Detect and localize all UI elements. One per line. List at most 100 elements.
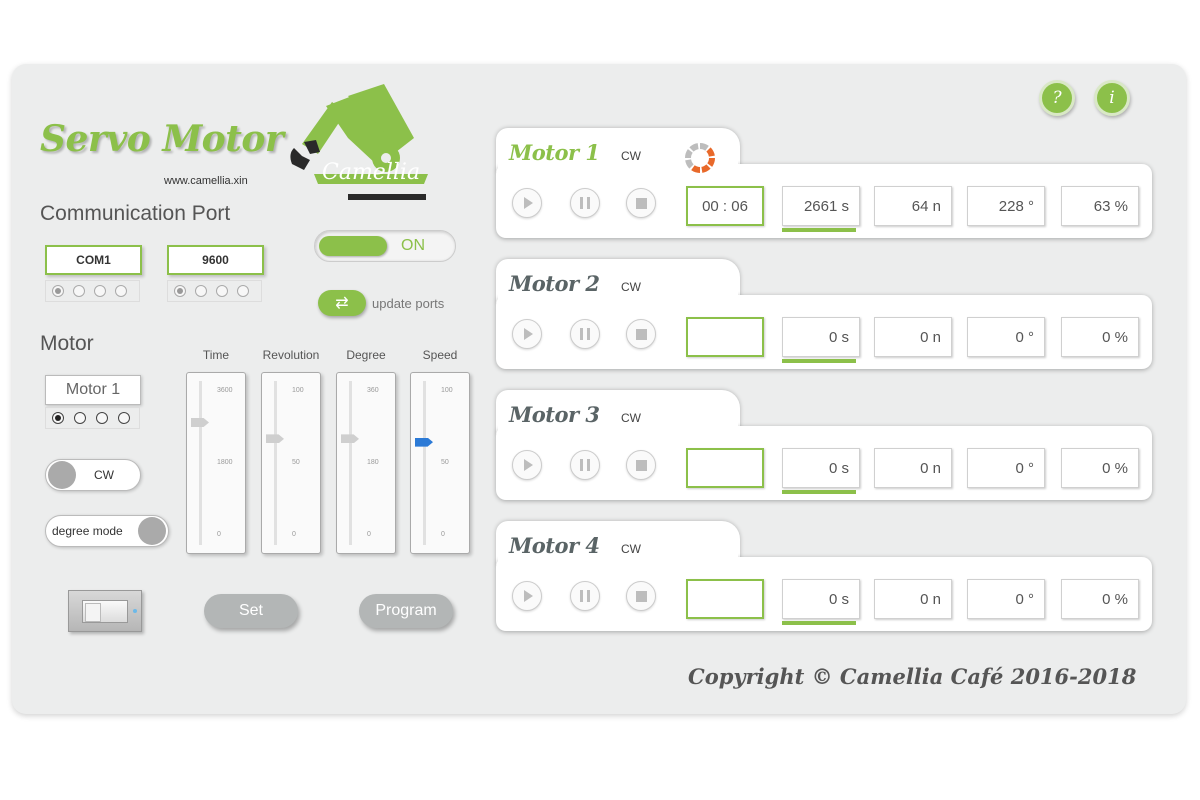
port-radio-4[interactable] (115, 285, 127, 297)
stop-button[interactable] (626, 319, 656, 349)
stop-button[interactable] (626, 450, 656, 480)
power-toggle[interactable]: ON (314, 230, 456, 262)
motor-degrees-field[interactable]: 0 ° (967, 448, 1045, 488)
baud-radio-1[interactable] (174, 285, 186, 297)
play-button[interactable] (512, 581, 542, 611)
pause-button[interactable] (570, 450, 600, 480)
pause-button[interactable] (570, 581, 600, 611)
motor-time-field[interactable] (686, 579, 764, 619)
motor-direction: CW (621, 411, 641, 425)
motor-seconds-field[interactable]: 0 s (782, 448, 860, 488)
logo-text: Camellia (322, 160, 420, 185)
motor-time-field[interactable] (686, 317, 764, 357)
baud-radio-3[interactable] (216, 285, 228, 297)
slider-thumb[interactable] (266, 434, 284, 444)
help-icon[interactable]: ? (1039, 80, 1075, 116)
motor-name: Motor 2 (509, 271, 600, 296)
play-button[interactable] (512, 450, 542, 480)
slider-label-speed: Speed (422, 348, 458, 362)
motor-select-field[interactable]: Motor 1 (45, 375, 141, 405)
set-button[interactable]: Set (204, 594, 298, 628)
slider-thumb[interactable] (415, 437, 433, 447)
slider-tick-mid: 1800 (217, 459, 233, 466)
loading-spinner-icon (685, 143, 715, 173)
motor-radio-3[interactable] (96, 412, 108, 424)
baud-radio-4[interactable] (237, 285, 249, 297)
motor-direction: CW (621, 280, 641, 294)
motor-percent-field[interactable]: 0 % (1061, 448, 1139, 488)
stop-button[interactable] (626, 581, 656, 611)
motor-degrees-field[interactable]: 0 ° (967, 317, 1045, 357)
stop-icon (635, 197, 647, 209)
motor-name: Motor 1 (509, 140, 600, 165)
slider-tick-max: 100 (292, 387, 304, 394)
program-button[interactable]: Program (359, 594, 453, 628)
motor-seconds-field[interactable]: 0 s (782, 317, 860, 357)
pause-button[interactable] (570, 188, 600, 218)
play-icon (524, 197, 533, 209)
info-icon[interactable]: i (1094, 80, 1130, 116)
motor-revs-field[interactable]: 64 n (874, 186, 952, 226)
motor-time-field[interactable] (686, 448, 764, 488)
direction-toggle[interactable]: CW (45, 459, 141, 491)
slider-tick-max: 3600 (217, 387, 233, 394)
motor-seconds-field[interactable]: 2661 s (782, 186, 860, 226)
motor-name: Motor 4 (509, 533, 600, 558)
port-radio-2[interactable] (73, 285, 85, 297)
motor-seconds-field[interactable]: 0 s (782, 579, 860, 619)
baud-radio-2[interactable] (195, 285, 207, 297)
play-button[interactable] (512, 319, 542, 349)
motor-degrees-field[interactable]: 0 ° (967, 579, 1045, 619)
motor-revs-field[interactable]: 0 n (874, 317, 952, 357)
motor-card-tab-joint (498, 289, 738, 303)
motor-radio-1[interactable] (52, 412, 64, 424)
update-ports-button[interactable]: ⇄ (318, 290, 366, 316)
motor-progress-bar (782, 228, 856, 232)
spinner-segment (685, 159, 694, 169)
play-button[interactable] (512, 188, 542, 218)
slider-tick-mid: 50 (292, 459, 300, 466)
stop-button[interactable] (626, 188, 656, 218)
power-toggle-label: ON (401, 237, 425, 254)
slider-label-degree: Degree (346, 348, 386, 362)
slider-tick-min: 0 (441, 531, 445, 538)
stop-icon (635, 459, 647, 471)
slider-tick-min: 0 (292, 531, 296, 538)
slider-thumb[interactable] (341, 434, 359, 444)
baud-rate-field[interactable]: 9600 (167, 245, 264, 275)
pause-icon (580, 590, 590, 602)
app-title: Servo Motor (40, 118, 284, 160)
motor-percent-field[interactable]: 63 % (1061, 186, 1139, 226)
update-ports-label: update ports (372, 296, 445, 311)
degree-mode-label: degree mode (52, 524, 123, 538)
degree-mode-toggle[interactable]: degree mode (45, 515, 169, 547)
slider-label-revolution: Revolution (262, 348, 320, 362)
port-field[interactable]: COM1 (45, 245, 142, 275)
motor-radio-4[interactable] (118, 412, 130, 424)
camellia-logo: Camellia (290, 84, 428, 200)
slider-label-time: Time (202, 348, 230, 362)
motor-radio-2[interactable] (74, 412, 86, 424)
degree-mode-knob (138, 517, 166, 545)
motor-percent-field[interactable]: 0 % (1061, 579, 1139, 619)
motor-percent-field[interactable]: 0 % (1061, 317, 1139, 357)
port-radio-1[interactable] (52, 285, 64, 297)
website-url: www.camellia.xin (164, 175, 248, 187)
pause-button[interactable] (570, 319, 600, 349)
stop-icon (635, 590, 647, 602)
play-icon (524, 328, 533, 340)
motor-revs-field[interactable]: 0 n (874, 448, 952, 488)
motor-time-field[interactable]: 00 : 06 (686, 186, 764, 226)
rocker-switch[interactable] (68, 590, 142, 632)
slider-revolution[interactable]: 100 50 0 (261, 372, 321, 554)
port-radio-3[interactable] (94, 285, 106, 297)
slider-thumb[interactable] (191, 418, 209, 427)
motor-degrees-field[interactable]: 228 ° (967, 186, 1045, 226)
direction-toggle-knob (48, 461, 76, 489)
spinner-segment (691, 165, 700, 173)
motor-revs-field[interactable]: 0 n (874, 579, 952, 619)
motor-card-2: Motor 2 CW 0 s 0 n 0 ° 0 % (496, 259, 1152, 369)
